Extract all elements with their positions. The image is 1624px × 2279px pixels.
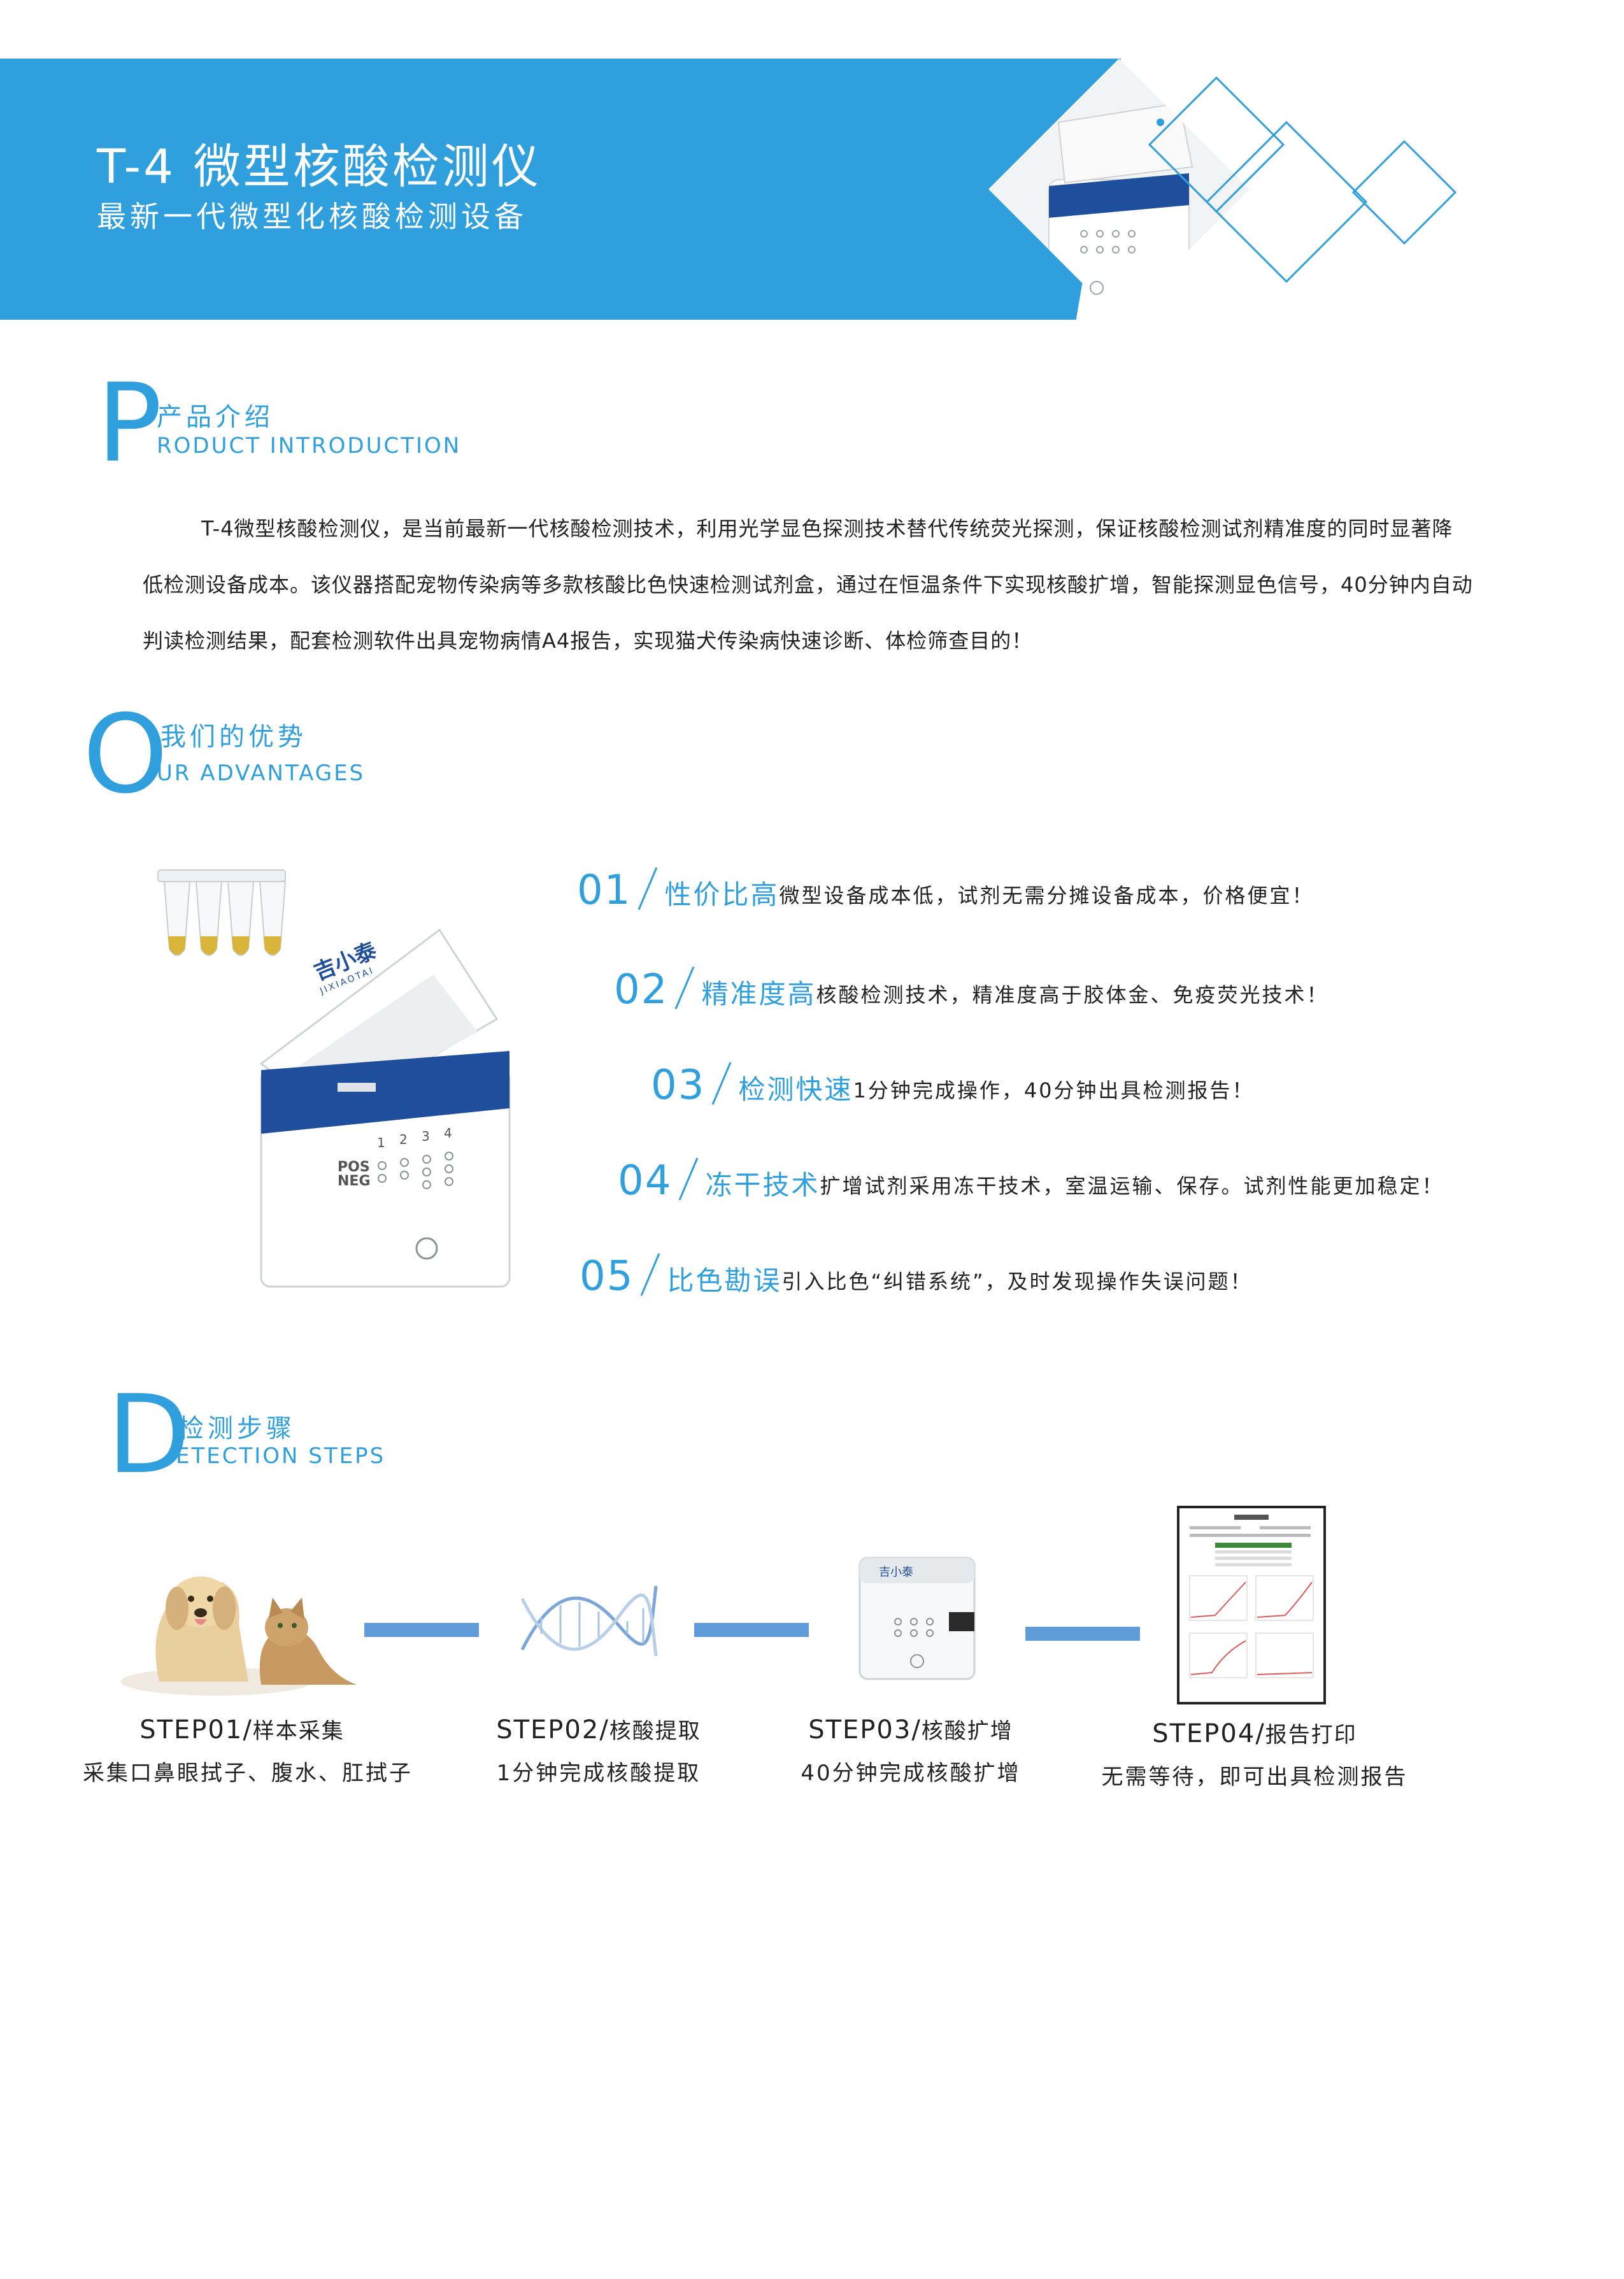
step-name: 报告打印 [1265,1722,1357,1748]
steps-section-title: 检测步骤 [178,1414,296,1443]
advantage-number: 04 [618,1157,673,1204]
intro-section-title: 产品介绍 [157,403,274,432]
banner-device-photo [988,59,1250,320]
step-connector [694,1623,809,1637]
report-printout-icon [1177,1506,1326,1704]
advantage-number: 01 [577,867,632,914]
intro-section-title-en: RODUCT INTRODUCTION [157,433,462,459]
neg-label: NEG [338,1173,371,1189]
advantage-desc: 核酸检测技术，精准度高于胶体金、免疫荧光技术！ [816,983,1329,1007]
device-photo: 吉小泰 JIXIAOTAI 1 2 3 4 POS NEG [255,924,522,1299]
step-name: 核酸扩增 [921,1718,1013,1744]
step-connector [1025,1627,1140,1641]
advantage-title: 性价比高 [664,879,780,910]
page-title: T-4 微型核酸检测仪 [97,139,541,194]
slash-icon [675,966,695,1010]
page-subtitle: 最新一代微型化核酸检测设备 [97,199,527,234]
step-desc-04: 无需等待，即可出具检测报告 [1101,1764,1408,1790]
pos-label: POS [338,1159,370,1175]
test-tubes-photo [157,869,287,956]
advantage-title: 冻干技术 [705,1169,820,1201]
advantage-item-03: 03 检测快速 1分钟完成操作，40分钟出具检测报告！ [651,1055,1255,1106]
step-label-03: STEP03/核酸扩增 [808,1715,1013,1745]
step-label-01: STEP01/样本采集 [139,1715,345,1745]
step-desc-02: 1分钟完成核酸提取 [496,1761,701,1786]
slash-icon [679,1157,699,1201]
advantage-number: 02 [614,966,669,1013]
advantage-number: 05 [580,1253,634,1300]
advantage-item-01: 01 性价比高 微型设备成本低，试剂无需分摊设备成本，价格便宜！ [577,860,1314,911]
step-label-02: STEP02/核酸提取 [496,1715,701,1745]
dna-helix-icon [520,1585,658,1657]
device-front-brand: 吉小泰 [879,1566,913,1579]
steps-section-title-en: ETECTION STEPS [176,1443,386,1469]
step-code: STEP02 [496,1715,600,1745]
step-code: STEP04 [1152,1719,1256,1748]
advantage-title: 精准度高 [701,978,816,1010]
advantages-section-title: 我们的优势 [160,722,307,752]
advantage-title: 检测快速 [738,1074,853,1105]
lane-number-3: 3 [422,1129,430,1144]
header-banner: T-4 微型核酸检测仪 最新一代微型化核酸检测设备 [0,59,1624,320]
advantage-item-04: 04 冻干技术 扩增试剂采用冻干技术，室温运输、保存。试剂性能更加稳定！ [618,1150,1444,1201]
banner-background [0,59,1121,320]
slash-icon [641,1253,660,1296]
lane-number-1: 1 [377,1135,385,1150]
device-front-photo: 吉小泰 [858,1557,976,1680]
advantage-title: 比色勘误 [667,1265,782,1296]
slash-icon [638,867,658,910]
step-code: STEP01 [139,1715,243,1745]
dog-and-cat-photo [121,1576,357,1696]
advantage-number: 03 [651,1062,706,1109]
lane-number-4: 4 [444,1125,452,1141]
step-desc-03: 40分钟完成核酸扩增 [801,1761,1021,1786]
slash-icon [712,1062,732,1105]
step-connector [364,1623,479,1637]
steps-section-letter: D [107,1372,190,1498]
decorative-diamond-lines [1148,76,1457,283]
intro-paragraph-block: T-4微型核酸检测仪，是当前最新一代核酸检测技术，利用光学显色探测技术替代传统荧… [143,501,1474,669]
advantage-desc: 1分钟完成操作，40分钟出具检测报告！ [853,1078,1255,1103]
step-code: STEP03 [808,1715,912,1745]
advantage-desc: 扩增试剂采用冻干技术，室温运输、保存。试剂性能更加稳定！ [820,1174,1444,1198]
advantages-section-letter: O [83,692,168,818]
advantages-section-title-en: UR ADVANTAGES [157,761,366,786]
advantage-desc: 微型设备成本低，试剂无需分摊设备成本，价格便宜！ [779,883,1314,908]
lane-number-2: 2 [399,1132,408,1147]
intro-section-letter: P [97,361,162,487]
advantage-item-05: 05 比色勘误 引入比色“纠错系统”，及时发现操作失误问题！ [580,1246,1253,1297]
step-name: 核酸提取 [609,1718,701,1744]
advantage-desc: 引入比色“纠错系统”，及时发现操作失误问题！ [781,1269,1253,1294]
step-label-04: STEP04/报告打印 [1152,1719,1357,1748]
step-name: 样本采集 [252,1718,345,1744]
intro-paragraph: T-4微型核酸检测仪，是当前最新一代核酸检测技术，利用光学显色探测技术替代传统荧… [143,517,1473,653]
step-desc-01: 采集口鼻眼拭子、腹水、肛拭子 [83,1761,413,1786]
advantage-item-02: 02 精准度高 核酸检测技术，精准度高于胶体金、免疫荧光技术！ [614,959,1328,1010]
